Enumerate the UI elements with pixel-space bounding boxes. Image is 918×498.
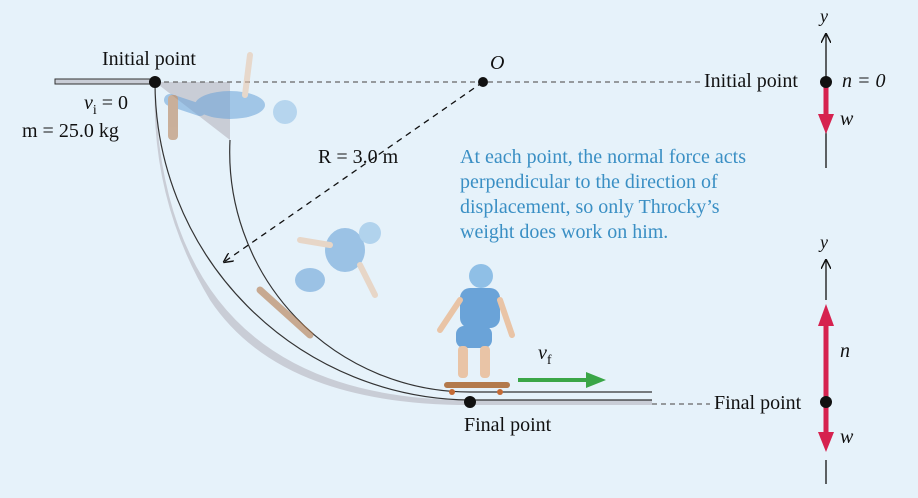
note-line-3: displacement, so only Throcky’s (460, 196, 720, 218)
body-dot-initial (820, 76, 832, 88)
normal-force-zero-label: n = 0 (842, 70, 886, 92)
weight-arrowhead-final (818, 432, 834, 452)
note-line-4: weight does work on him. (460, 221, 669, 243)
ramp-inner-edge (154, 81, 652, 401)
initial-point-dot (149, 76, 161, 88)
y-axis-label-initial: y (820, 6, 828, 26)
v-initial-value: = 0 (101, 92, 129, 114)
free-body-diagram-initial (818, 34, 834, 168)
v-initial-subscript: i (92, 103, 97, 118)
v-final-symbol: v (538, 342, 547, 364)
normal-arrowhead-final (818, 304, 834, 326)
final-velocity-label: vf (538, 342, 552, 369)
skater-initial (164, 52, 297, 140)
weight-label-final: w (840, 426, 854, 448)
top-ledge (54, 78, 156, 85)
radius-arrow (224, 81, 484, 262)
y-axis-label-final: y (820, 232, 828, 252)
origin-label: O (490, 52, 505, 74)
final-point-label: Final point (464, 414, 552, 436)
normal-force-note: At each point, the normal force acts per… (460, 145, 790, 245)
initial-velocity-label: vi = 0 (84, 92, 128, 119)
fbd-final-point-label: Final point (714, 392, 802, 414)
skater-final (437, 264, 515, 395)
radius-label: R = 3.0 m (318, 146, 399, 168)
v-final-subscript: f (546, 353, 552, 368)
fbd-initial-point-label: Initial point (704, 70, 798, 92)
note-line-2: perpendicular to the direction of (460, 171, 718, 193)
final-point-dot (464, 396, 476, 408)
weight-label-initial: w (840, 108, 854, 130)
note-line-1: At each point, the normal force acts (460, 146, 746, 168)
free-body-diagram-final (818, 260, 834, 484)
skater-middle (256, 222, 381, 339)
origin-dot (478, 77, 488, 87)
velocity-final-arrowhead (586, 372, 606, 388)
normal-force-label-final: n (840, 340, 850, 362)
v-initial-symbol: v (84, 92, 93, 114)
mass-label: m = 25.0 kg (22, 120, 119, 142)
weight-arrowhead-initial (818, 114, 834, 134)
initial-point-label: Initial point (102, 48, 196, 70)
body-dot-final (820, 396, 832, 408)
